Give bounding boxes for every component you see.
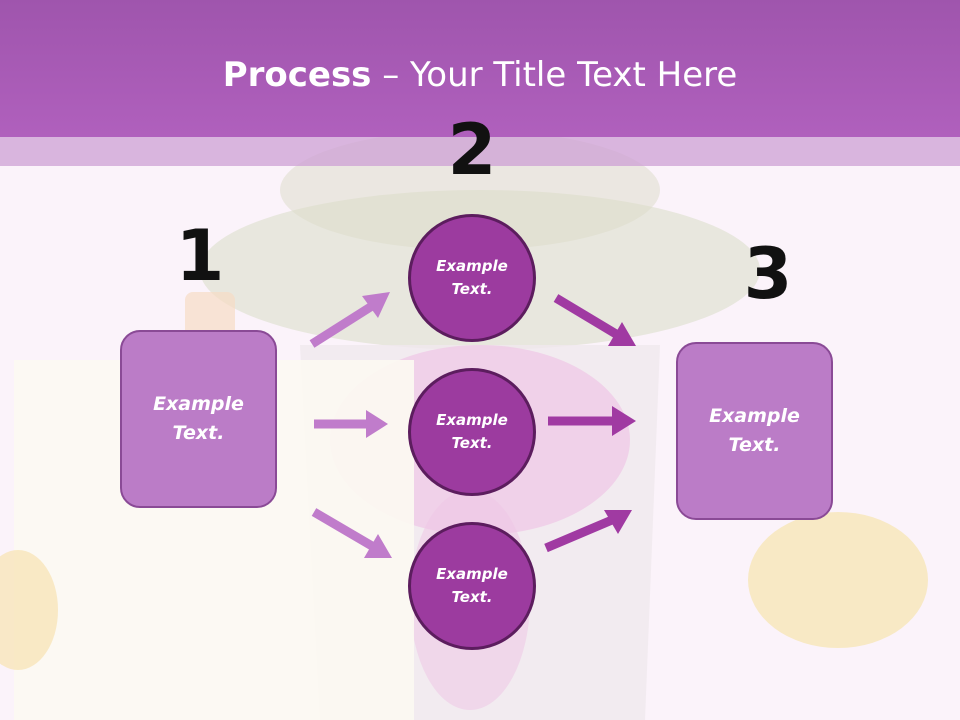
- arrow-left-to-middle: [314, 410, 388, 438]
- right-box-text: Example Text.: [709, 405, 800, 456]
- circle-bottom[interactable]: Example Text.: [408, 522, 536, 650]
- circle-bottom-text: Example Text.: [436, 565, 508, 606]
- title-strip: [0, 137, 960, 166]
- step-number-2: 2: [447, 109, 497, 191]
- arrow-left-to-top: [309, 292, 390, 348]
- circle-top[interactable]: Example Text.: [408, 214, 536, 342]
- arrow-bottom-to-right: [544, 510, 632, 553]
- slide-title: Process – Your Title Text Here: [0, 52, 960, 98]
- arrow-top-to-right: [553, 294, 636, 346]
- arrow-left-to-bottom: [311, 508, 392, 558]
- title-bold: Process: [222, 55, 372, 95]
- title-bar: [0, 0, 960, 137]
- left-box[interactable]: Example Text.: [120, 330, 277, 508]
- left-box-text: Example Text.: [153, 393, 244, 444]
- right-box[interactable]: Example Text.: [676, 342, 833, 520]
- circle-top-text: Example Text.: [436, 257, 508, 298]
- step-number-1: 1: [175, 215, 225, 297]
- circle-middle[interactable]: Example Text.: [408, 368, 536, 496]
- step-number-3: 3: [743, 233, 793, 315]
- arrow-middle-to-right: [548, 406, 636, 436]
- circle-middle-text: Example Text.: [436, 411, 508, 452]
- title-rest: – Your Title Text Here: [371, 55, 738, 95]
